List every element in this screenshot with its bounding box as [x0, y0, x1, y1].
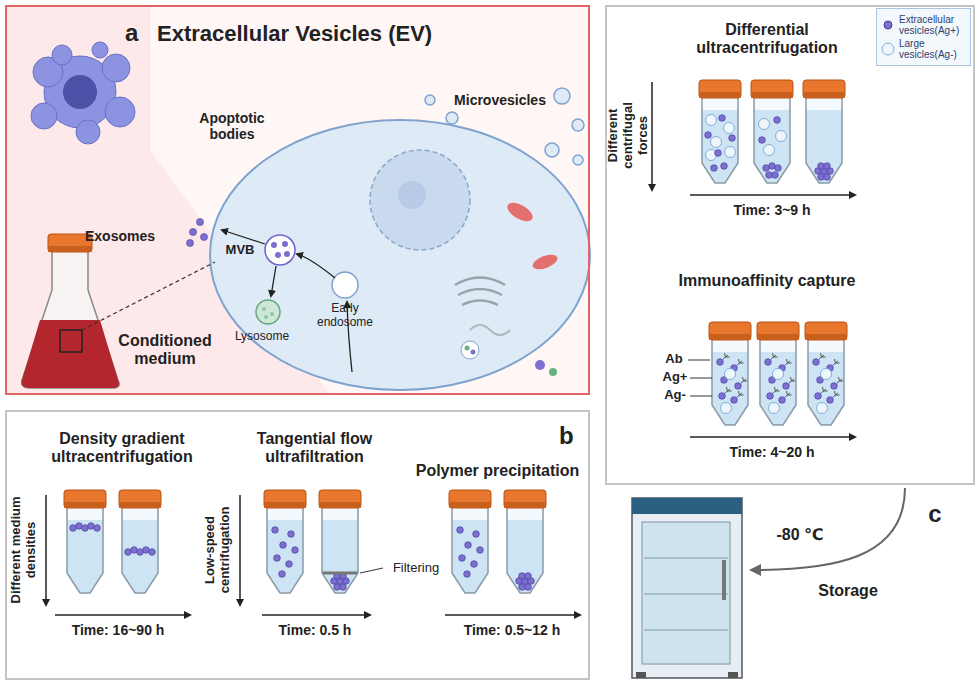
freezer [632, 498, 742, 678]
annotation: Apoptotic bodies [187, 110, 277, 142]
tube [751, 80, 793, 183]
tube [264, 490, 306, 593]
annotation: Early endosome [310, 302, 380, 330]
annotation: -80 ℃ [777, 526, 824, 544]
panel-heading: Immunoaffinity capture [672, 272, 862, 290]
annotation: Time: 0.5~12 h [464, 622, 561, 638]
storage-arrow [752, 488, 905, 570]
panel: b Density gradient ultracentrifugation Tan… [5, 410, 590, 680]
annotation: Time: 4~20 h [730, 444, 815, 460]
annotation: Conditioned medium [110, 332, 220, 369]
tube [319, 490, 361, 593]
panel-heading: Extracellular Vesicles (EV) [157, 21, 432, 46]
legend-row: Large vesicles(Ag-) [880, 38, 967, 60]
annotation: Filtering [393, 561, 439, 576]
annotation: Storage [818, 582, 878, 600]
swatch-shape [882, 43, 894, 55]
panel-letter: a [125, 19, 138, 47]
tube [504, 490, 546, 593]
panel-heading: Density gradient ultracentrifugation [27, 430, 217, 467]
legend-row: Extracellular vesicles(Ag+) [880, 14, 967, 36]
legend-text: Large vesicles(Ag-) [899, 38, 967, 60]
panel-heading: Polymer precipitation [405, 462, 590, 480]
panel-heading: Differential ultracentrifugation [667, 21, 867, 58]
annotation: c [928, 500, 941, 528]
apoptotic-body [31, 42, 135, 144]
annotation: Ab [665, 352, 682, 367]
axis-label: Different medium densities [9, 495, 39, 605]
legend: Extracellular vesicles(Ag+)Large vesicle… [876, 8, 971, 66]
cell [210, 120, 590, 390]
legend-swatch [880, 41, 896, 57]
annotation: Time: 3~9 h [733, 202, 810, 218]
annotation: Exosomes [85, 228, 155, 244]
annotation: Lysosome [235, 330, 289, 344]
annotation: Ag- [664, 388, 686, 403]
tube [64, 490, 106, 593]
annotation: Time: 16~90 h [72, 622, 165, 638]
panel-heading: Tangential flow ultrafiltration [232, 430, 397, 467]
tube [709, 322, 751, 425]
annotation: Microvesicles [454, 92, 546, 108]
annotation: MVB [226, 243, 255, 258]
tube [803, 80, 845, 183]
tube [449, 490, 491, 593]
axis-label: Different centrifugal forces [606, 90, 651, 180]
tube [699, 80, 741, 183]
panel-ground [5, 5, 590, 395]
microvesicle [425, 88, 584, 165]
legend-text: Extracellular vesicles(Ag+) [899, 14, 967, 36]
annotation: Ag+ [663, 370, 688, 385]
tube [119, 490, 161, 593]
panel: Differential ultracentrifugationImmunoaf… [605, 5, 975, 485]
swatch-shape [884, 21, 892, 29]
panel: a Extracellular Vesicles (EV) [5, 5, 590, 395]
axis-label: Low-speed centrifugation [203, 500, 233, 600]
tube [757, 322, 799, 425]
annotation: Time: 0.5 h [279, 622, 352, 638]
tube [805, 322, 847, 425]
exosome [187, 219, 208, 247]
panel-ground [150, 5, 590, 395]
panel-letter: b [559, 422, 574, 450]
legend-swatch [880, 17, 896, 33]
